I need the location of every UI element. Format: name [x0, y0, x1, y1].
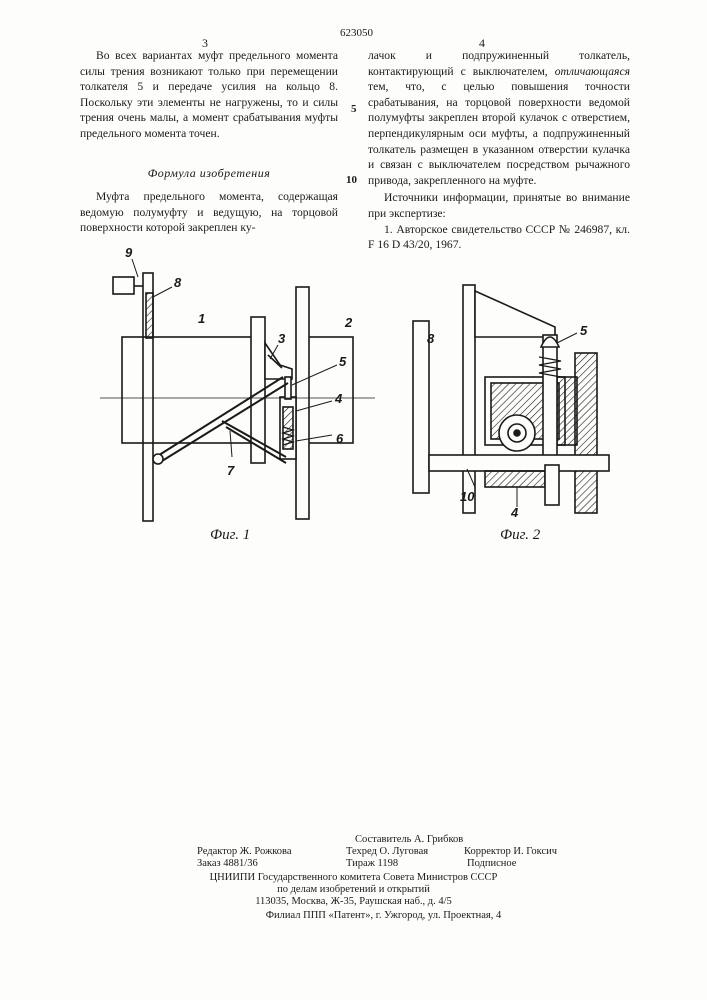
claim-text-end: тем, что, с целью повышения точности сра…	[368, 80, 630, 187]
fig2-label-4: 4	[510, 505, 519, 520]
right-column: лачок и подпружиненный толкатель, контак…	[368, 48, 630, 253]
line-marker-5: 5	[351, 103, 357, 115]
fig1-label-9: 9	[125, 245, 133, 260]
fig1-label-8: 8	[174, 275, 182, 290]
fig1-label-4: 4	[334, 391, 343, 406]
imprint-order: Заказ 4881/36	[197, 857, 258, 870]
figure-1-caption: Фиг. 1	[210, 527, 250, 544]
imprint-address: 113035, Москва, Ж-35, Раушская наб., д. …	[0, 895, 707, 908]
claims-heading: Формула изобретения	[80, 166, 338, 182]
imprint-circulation: Тираж 1198	[346, 857, 398, 870]
left-paragraph-1: Во всех вариантах муфт предельного момен…	[80, 48, 338, 142]
imprint-branch: Филиал ППП «Патент», г. Ужгород, ул. Про…	[0, 909, 707, 922]
fig1-label-2: 2	[344, 315, 353, 330]
fig1-label-3: 3	[278, 331, 286, 346]
left-paragraph-2: Муфта предельного момента, содержащая ве…	[80, 189, 338, 236]
fig1-label-5: 5	[339, 354, 347, 369]
fig1-label-6: 6	[336, 431, 344, 446]
fig1-label-7: 7	[227, 463, 235, 478]
fig2-label-8: 8	[427, 331, 435, 346]
left-column: Во всех вариантах муфт предельного момен…	[80, 48, 338, 236]
figure-2-caption: Фиг. 2	[500, 527, 540, 544]
line-marker-10: 10	[346, 174, 357, 186]
patent-number: 623050	[340, 27, 373, 39]
imprint-subscription: Подписное	[467, 857, 516, 870]
fig2-label-5: 5	[580, 323, 588, 338]
right-paragraph-1: лачок и подпружиненный толкатель, контак…	[368, 48, 630, 188]
sources-title: Источники информации, принятые во вниман…	[368, 190, 630, 221]
fig1-label-1: 1	[198, 311, 205, 326]
fig2-label-10: 10	[460, 489, 475, 504]
source-1: 1. Авторское свидетельство СССР № 246987…	[368, 222, 630, 253]
figure-2-drawing: 8 5 10 4	[405, 275, 620, 520]
claim-distinguishing-word: отличающаяся	[555, 65, 630, 78]
figure-1-drawing: 9 8 1 2 3 5 4 6 7	[100, 235, 380, 555]
